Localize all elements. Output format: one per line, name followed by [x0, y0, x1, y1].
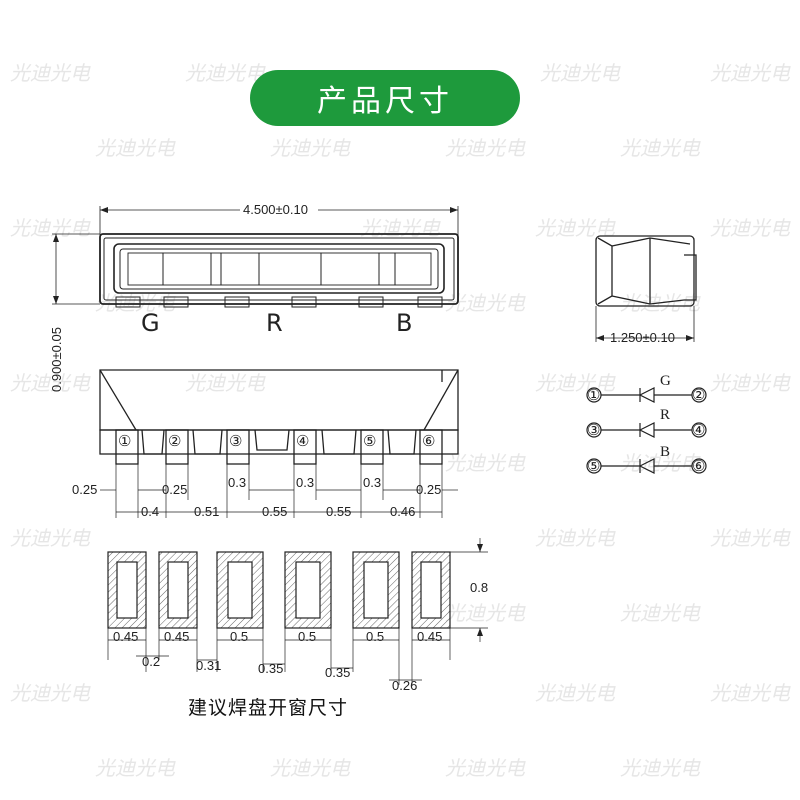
- pin-dim: 0.25: [416, 482, 441, 497]
- watermark: 光迪光电: [95, 136, 176, 160]
- pad-gap: 0.35: [325, 665, 350, 680]
- color-label-r: R: [266, 309, 283, 337]
- pad-gap: 0.2: [142, 654, 160, 669]
- pad-caption: 建议焊盘开窗尺寸: [188, 697, 349, 719]
- watermark: 光迪光电: [620, 451, 701, 475]
- pin-dim: 0.51: [194, 504, 219, 519]
- watermark: 光迪光电: [710, 526, 791, 550]
- top-view: [99, 206, 459, 308]
- watermark: 光迪光电: [620, 601, 701, 625]
- pad-width: 0.45: [113, 629, 138, 644]
- pin-dim: 0.3: [363, 475, 381, 490]
- watermark: 光迪光电: [185, 371, 266, 395]
- pad-width: 0.45: [417, 629, 442, 644]
- watermark: 光迪光电: [540, 61, 621, 85]
- watermark: 光迪光电: [95, 756, 176, 780]
- watermark: 光迪光电: [710, 681, 791, 705]
- side-view: [595, 235, 697, 342]
- pin-dimensions: 0.25 0.25 0.3 0.3 0.3 0.25 0.4 0.51 0.55…: [72, 475, 441, 519]
- watermark: 光迪光电: [445, 136, 526, 160]
- watermark: 光迪光电: [10, 526, 91, 550]
- circuit-pin: ①: [587, 388, 600, 404]
- pin-dim: 0.55: [262, 504, 287, 519]
- circuit-color: R: [660, 407, 670, 423]
- circuit-pin: ⑤: [587, 459, 600, 475]
- watermark: 光迪光电: [10, 371, 91, 395]
- watermark: 光迪光电: [445, 451, 526, 475]
- pin-label: ⑤: [363, 434, 376, 450]
- watermark: 光迪光电: [445, 756, 526, 780]
- pad-gap: 0.31: [196, 658, 221, 673]
- pin-dim: 0.46: [390, 504, 415, 519]
- circuit-color: G: [660, 373, 671, 389]
- pad-gap-labels: 0.2 0.31 0.35 0.35 0.26: [142, 654, 417, 693]
- watermark: 光迪光电: [620, 136, 701, 160]
- watermark: 光迪光电: [10, 216, 91, 240]
- watermark: 光迪光电: [445, 601, 526, 625]
- pin-dim: 0.25: [72, 482, 97, 497]
- solder-pads: [107, 551, 451, 629]
- pad-gap: 0.35: [258, 661, 283, 676]
- pad-width: 0.5: [298, 629, 316, 644]
- front-view: [99, 369, 459, 465]
- circuit-diagram: [586, 387, 707, 474]
- circuit-pin: ⑥: [692, 459, 705, 475]
- length-dimension: 4.500±0.10: [243, 202, 308, 217]
- pin-dim: 0.3: [296, 475, 314, 490]
- pin-label: ①: [118, 434, 131, 450]
- watermark: 光迪光电: [535, 371, 616, 395]
- watermark: 光迪光电: [710, 216, 791, 240]
- watermark: 光迪光电: [10, 61, 91, 85]
- height-dimension-lines: [52, 233, 100, 305]
- pin-label: ③: [229, 434, 242, 450]
- pad-width: 0.5: [230, 629, 248, 644]
- pad-width-labels: 0.45 0.45 0.5 0.5 0.5 0.45: [113, 629, 442, 644]
- color-label-b: B: [396, 309, 412, 337]
- pin-label: ⑥: [422, 434, 435, 450]
- pad-width: 0.5: [366, 629, 384, 644]
- watermark: 光迪光电: [360, 216, 441, 240]
- height-dimension: 0.900±0.05: [49, 327, 64, 392]
- watermark: 光迪光电: [270, 136, 351, 160]
- page-title: 产品尺寸: [250, 70, 520, 126]
- watermark: 光迪光电: [95, 291, 176, 315]
- watermark: 光迪光电: [620, 756, 701, 780]
- pin-dim: 0.55: [326, 504, 351, 519]
- width-dimension: 1.250±0.10: [610, 330, 675, 345]
- pin-dim: 0.4: [141, 504, 159, 519]
- circuit-color: B: [660, 444, 670, 460]
- pad-width: 0.45: [164, 629, 189, 644]
- pad-dimension-lines: [107, 538, 488, 685]
- pin-labels: ① ② ③ ④ ⑤ ⑥: [118, 434, 435, 450]
- circuit-pin: ②: [692, 388, 705, 404]
- pin-dimension-lines: [100, 464, 458, 518]
- pin-label: ②: [168, 434, 181, 450]
- pin-label: ④: [296, 434, 309, 450]
- watermark: 光迪光电: [535, 681, 616, 705]
- pin-dim: 0.25: [162, 482, 187, 497]
- watermark: 光迪光电: [10, 681, 91, 705]
- circuit-pin: ③: [587, 423, 600, 439]
- watermark: 光迪光电: [270, 756, 351, 780]
- pad-height: 0.8: [470, 580, 488, 595]
- watermark: 光迪光电: [535, 526, 616, 550]
- watermark-group: 光迪光电 光迪光电 光迪光电 光迪光电 光迪光电 光迪光电 光迪光电 光迪光电 …: [10, 61, 791, 780]
- pad-gap: 0.26: [392, 678, 417, 693]
- watermark: 光迪光电: [185, 61, 266, 85]
- circuit-pin: ④: [692, 423, 705, 439]
- circuit-labels: ① ② G ③ ④ R ⑤ ⑥ B: [587, 373, 705, 475]
- pin-dim: 0.3: [228, 475, 246, 490]
- watermark: 光迪光电: [710, 61, 791, 85]
- watermark: 光迪光电: [710, 371, 791, 395]
- color-label-g: G: [141, 309, 160, 337]
